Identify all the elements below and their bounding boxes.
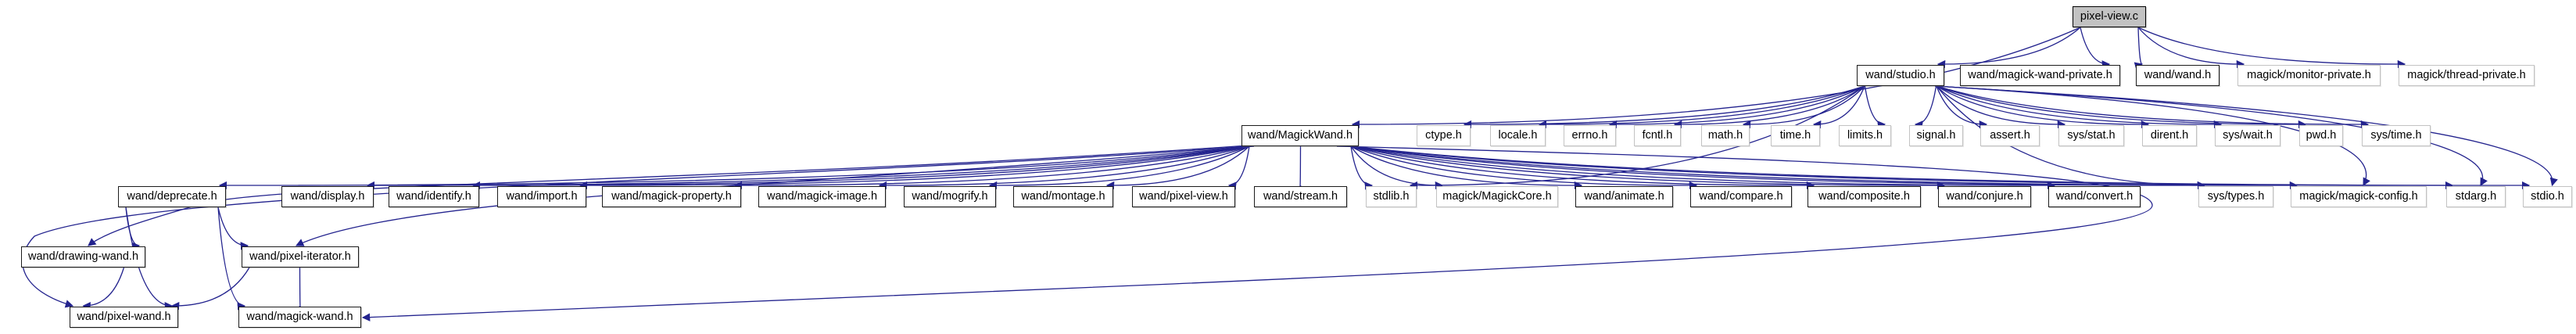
include-edge-studio-errno: [1608, 85, 1865, 129]
node-systime: sys/time.h: [2362, 125, 2431, 146]
node-fcntl: fcntl.h: [1634, 125, 1681, 146]
include-edge-magickwand-mproperty: [733, 145, 1250, 190]
include-edge-studio-locale: [1538, 85, 1865, 129]
include-edge-studio-signal: [1914, 85, 1937, 129]
node-conjure[interactable]: wand/conjure.h: [1938, 186, 2031, 207]
node-mwprivate[interactable]: wand/magick-wand-private.h: [1960, 65, 2120, 86]
include-edge-pixelviewc-thread: [2137, 27, 2406, 69]
include-edge-magickwand-import: [579, 145, 1250, 190]
node-magickwand[interactable]: wand/MagickWand.h: [1241, 125, 1359, 146]
node-math: math.h: [1701, 125, 1750, 146]
include-edge-studio-assert: [1936, 85, 1988, 129]
include-edge-magickwand-stdio: [1350, 145, 2531, 190]
include-edge-pixelviewc-wandwand: [2134, 27, 2144, 70]
node-pwd: pwd.h: [2299, 125, 2343, 146]
include-edge-deprecate-pixelwand: [125, 207, 174, 311]
node-systypes: sys/types.h: [2198, 186, 2273, 207]
node-stdarg: stdarg.h: [2446, 186, 2506, 207]
node-errno: errno.h: [1564, 125, 1616, 146]
include-edge-studio-fcntl: [1673, 85, 1865, 129]
node-mconfig: magick/magick-config.h: [2291, 186, 2427, 207]
include-edge-pixelviewc-magickwand: [1351, 27, 2081, 129]
node-studio[interactable]: wand/studio.h: [1857, 65, 1944, 86]
include-edge-studio-stdio: [1934, 85, 2558, 187]
include-edge-studio-sysstat: [1936, 85, 2066, 129]
node-identify[interactable]: wand/identify.h: [389, 186, 479, 207]
node-mimage[interactable]: wand/magick-image.h: [758, 186, 886, 207]
node-sysstat: sys/stat.h: [2058, 125, 2124, 146]
include-edge-pixeliterator-pixelwand: [170, 267, 250, 311]
node-stream[interactable]: wand/stream.h: [1254, 186, 1347, 207]
node-dirent: dirent.h: [2142, 125, 2197, 146]
node-magickcore: magick/MagickCore.h: [1436, 186, 1558, 207]
node-composite[interactable]: wand/composite.h: [1807, 186, 1921, 207]
node-wandwand[interactable]: wand/wand.h: [2136, 65, 2220, 86]
node-locale: locale.h: [1490, 125, 1546, 146]
include-edge-magickwand-deprecate: [218, 145, 1250, 190]
include-edge-studio-systime: [1936, 85, 2370, 129]
node-signal: signal.h: [1909, 125, 1963, 146]
include-edge-magickwand-magickwand2: [361, 145, 2153, 321]
node-assert: assert.h: [1980, 125, 2040, 146]
include-edge-deprecate-pixeliterator: [217, 207, 249, 250]
include-edge-magickwand-mogrify: [988, 145, 1250, 190]
include-edge-studio-time: [1812, 85, 1865, 129]
include-edge-pixelviewc-monitor: [2137, 27, 2245, 69]
include-edges: [22, 27, 2558, 321]
node-ctype: ctype.h: [1417, 125, 1471, 146]
include-edge-magickwand-pixelview: [1227, 145, 1250, 190]
node-drawingwand[interactable]: wand/drawing-wand.h: [21, 246, 145, 268]
node-convert[interactable]: wand/convert.h: [2048, 186, 2141, 207]
include-edge-studio-ctype: [1463, 85, 1865, 129]
include-edge-drawingwand-pixelwand: [82, 267, 125, 311]
node-animate[interactable]: wand/animate.h: [1575, 186, 1673, 207]
node-magickwand2[interactable]: wand/magick-wand.h: [238, 307, 361, 328]
include-edge-magickwand-composite: [1350, 145, 1815, 190]
include-edge-magickwand-identify: [471, 145, 1250, 190]
include-edge-magickwand-mconfig: [1350, 145, 2298, 190]
node-deprecate[interactable]: wand/deprecate.h: [118, 186, 226, 207]
include-edge-deprecate-magickwand2: [217, 207, 246, 311]
include-edge-studio-limits: [1864, 85, 1886, 129]
include-edge-studio-stdlib: [1409, 85, 1865, 190]
node-pixeliterator[interactable]: wand/pixel-iterator.h: [242, 246, 359, 268]
node-syswait: sys/wait.h: [2215, 125, 2280, 146]
node-compare[interactable]: wand/compare.h: [1690, 186, 1792, 207]
node-stdlib: stdlib.h: [1366, 186, 1417, 207]
node-limits: limits.h: [1839, 125, 1891, 146]
node-thread: magick/thread-private.h: [2399, 65, 2535, 86]
include-edge-magickwand-systypes: [1350, 145, 2206, 190]
node-mproperty[interactable]: wand/magick-property.h: [602, 186, 741, 207]
include-edge-magickwand-compare: [1350, 145, 1698, 190]
include-edge-magickwand-animate: [1350, 145, 1583, 190]
include-edge-magickwand-mimage: [878, 145, 1250, 190]
node-mogrify[interactable]: wand/mogrify.h: [904, 186, 996, 207]
include-edge-magickwand-montage: [1105, 145, 1250, 190]
node-time: time.h: [1771, 125, 1820, 146]
include-edge-studio-syswait: [1936, 85, 2223, 129]
include-edge-magickwand-conjure: [1350, 145, 1946, 190]
include-edge-magickwand-stdlib: [1350, 145, 1374, 190]
include-edge-pixelviewc-mwprivate: [2080, 27, 2111, 69]
include-edge-magickwand-magickcore: [1350, 145, 1444, 190]
node-import[interactable]: wand/import.h: [497, 186, 586, 207]
node-pixelview[interactable]: wand/pixel-view.h: [1132, 186, 1235, 207]
node-monitor: magick/monitor-private.h: [2237, 65, 2381, 86]
node-stdio: stdio.h: [2523, 186, 2572, 207]
include-edge-magickwand-stdarg: [1350, 145, 2454, 190]
node-display[interactable]: wand/display.h: [281, 186, 374, 207]
include-edge-pixelviewc-studio: [1936, 27, 2081, 69]
include-edge-studio-pwd: [1936, 85, 2307, 129]
node-pixelviewc: pixel-view.c: [2073, 6, 2146, 27]
node-pixelwand[interactable]: wand/pixel-wand.h: [70, 307, 178, 328]
node-montage[interactable]: wand/montage.h: [1013, 186, 1113, 207]
include-edge-magickwand-stream: [1299, 145, 1307, 194]
include-edge-pixeliterator-magickwand2: [293, 267, 302, 314]
include-edge-studio-dirent: [1936, 85, 2150, 129]
include-edge-magickwand-convert: [1350, 145, 2056, 190]
